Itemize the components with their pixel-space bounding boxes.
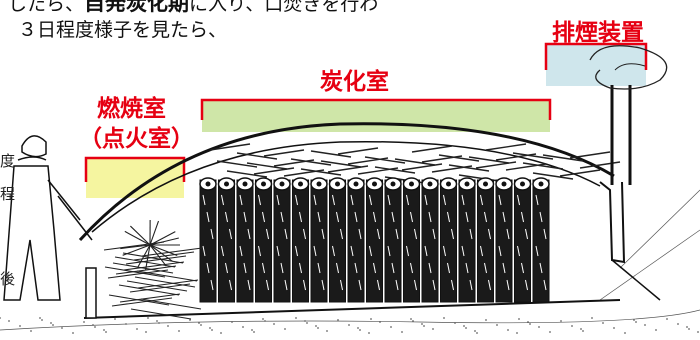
carbonization-chamber-label: 炭化室 xyxy=(320,62,389,96)
charcoal-log-icon xyxy=(330,178,346,302)
charcoal-log-icon xyxy=(422,178,438,302)
charcoal-log-icon xyxy=(200,178,216,302)
charcoal-log-icon xyxy=(367,178,383,302)
ground-texture xyxy=(0,317,699,334)
charcoal-log-icon xyxy=(459,178,475,302)
firewood-icon xyxy=(104,220,202,319)
ignition-chamber-label: （点火室） xyxy=(79,119,194,153)
charcoal-log-icon xyxy=(441,178,457,302)
charcoal-log-icon xyxy=(293,178,309,302)
caption-suffix: に入り、口焚きを行わ xyxy=(189,0,378,15)
charcoal-log-icon xyxy=(533,178,549,302)
side-fragment: 度 xyxy=(0,150,15,171)
carbon-highlight xyxy=(202,100,550,132)
combustion-chamber-label: 燃焼室 xyxy=(97,89,166,123)
caption-line-2: ３日程度様子を見たら、 xyxy=(18,18,227,42)
charcoal-log-icon xyxy=(515,178,531,302)
caption-line-1: したら、自発炭化期に入り、口焚きを行わ xyxy=(8,0,378,15)
charcoal-log-icon xyxy=(237,178,253,302)
caption-prefix: したら、 xyxy=(8,0,84,15)
side-fragment: 後 xyxy=(0,268,15,289)
charcoal-log-icon xyxy=(274,178,290,302)
charcoal-log-icon xyxy=(256,178,272,302)
charcoal-log-icon xyxy=(404,178,420,302)
charcoal-log-icon xyxy=(311,178,327,302)
charcoal-log-icon xyxy=(348,178,364,302)
side-fragment: 程 xyxy=(0,183,15,204)
charcoal-logs xyxy=(200,178,549,302)
caption-emphasis: 自発炭化期 xyxy=(84,0,189,15)
charcoal-log-icon xyxy=(219,178,235,302)
kiln-door xyxy=(86,268,96,318)
charcoal-log-icon xyxy=(478,178,494,302)
worker-figure-icon xyxy=(4,136,92,300)
charcoal-log-icon xyxy=(496,178,512,302)
exhaust-device-label: 排煙装置 xyxy=(552,13,644,47)
chimney xyxy=(612,85,630,185)
kiln-back-wall xyxy=(600,182,624,262)
charcoal-log-icon xyxy=(385,178,401,302)
